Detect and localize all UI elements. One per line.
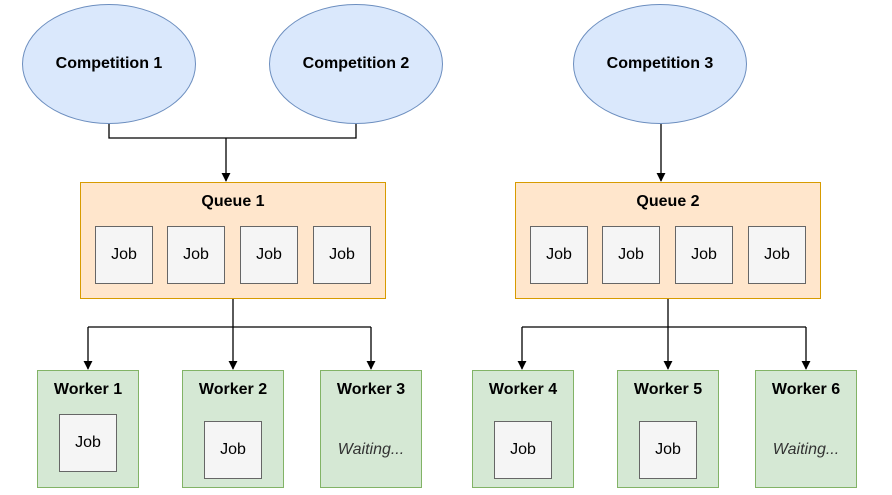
queue-2-title: Queue 2 bbox=[636, 193, 700, 210]
competition-1-label: Competition 1 bbox=[55, 55, 163, 72]
connector-comp2-queue1 bbox=[226, 124, 357, 139]
worker-2-title: Worker 2 bbox=[198, 381, 268, 398]
worker-5: Worker 5 Job bbox=[617, 370, 719, 488]
worker-3-title: Worker 3 bbox=[336, 381, 406, 398]
worker-4-title: Worker 4 bbox=[488, 381, 558, 398]
competition-3-label: Competition 3 bbox=[606, 55, 714, 72]
queue-1-job-1: Job bbox=[95, 226, 153, 284]
queue-2-job-2: Job bbox=[602, 226, 660, 284]
worker-5-job: Job bbox=[639, 421, 697, 479]
worker-4-job: Job bbox=[494, 421, 552, 479]
worker-2: Worker 2 Job bbox=[182, 370, 284, 488]
competition-3: Competition 3 bbox=[573, 4, 747, 124]
worker-5-title: Worker 5 bbox=[633, 381, 703, 398]
queue-1-title: Queue 1 bbox=[201, 193, 265, 210]
queue-1: Queue 1 Job Job Job Job bbox=[80, 182, 386, 299]
connector-comp1-queue1 bbox=[108, 124, 226, 139]
worker-1-job: Job bbox=[59, 414, 117, 472]
worker-2-job: Job bbox=[204, 421, 262, 479]
competition-1: Competition 1 bbox=[22, 4, 196, 124]
worker-3: Worker 3 Waiting... bbox=[320, 370, 422, 488]
worker-6-title: Worker 6 bbox=[771, 381, 841, 398]
queue-1-job-2: Job bbox=[167, 226, 225, 284]
competition-2: Competition 2 bbox=[269, 4, 443, 124]
worker-6: Worker 6 Waiting... bbox=[755, 370, 857, 488]
queue-2-job-4: Job bbox=[748, 226, 806, 284]
queue-2-job-3: Job bbox=[675, 226, 733, 284]
worker-3-status: Waiting... bbox=[337, 441, 405, 458]
queue-2-job-1: Job bbox=[530, 226, 588, 284]
competition-2-label: Competition 2 bbox=[302, 55, 410, 72]
queue-1-job-4: Job bbox=[313, 226, 371, 284]
worker-6-status: Waiting... bbox=[772, 441, 840, 458]
queue-1-job-3: Job bbox=[240, 226, 298, 284]
worker-1: Worker 1 Job bbox=[37, 370, 139, 488]
queue-2: Queue 2 Job Job Job Job bbox=[515, 182, 821, 299]
worker-4: Worker 4 Job bbox=[472, 370, 574, 488]
worker-1-title: Worker 1 bbox=[53, 381, 123, 398]
